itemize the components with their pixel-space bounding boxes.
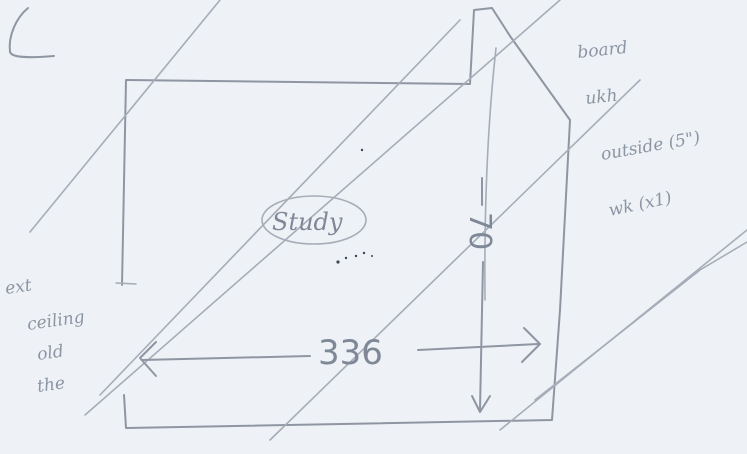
pencil-specks	[336, 148, 373, 264]
height-arrow-bottom	[471, 395, 491, 413]
diagonal-stroke-2	[99, 19, 461, 396]
width-dim-line-left	[141, 355, 311, 361]
note-right-4: wk (x1)	[607, 188, 674, 221]
height-dim-line-bottom	[479, 261, 484, 411]
left-notes: ext ceiling old the	[4, 275, 86, 397]
room-label: Study	[272, 208, 343, 236]
corner-scribble	[8, 7, 55, 59]
height-dimension: 70	[462, 212, 497, 250]
note-right-2: ukh	[584, 86, 618, 109]
room-label-circle	[261, 195, 367, 245]
diagonal-stroke-6	[534, 241, 747, 401]
note-right-3: outside (5")	[599, 128, 701, 165]
width-arrow-left	[139, 341, 157, 377]
note-left-4: the	[36, 373, 66, 397]
wall-tick	[115, 282, 137, 285]
room-outline	[121, 7, 571, 429]
diagonal-stroke-3	[269, 79, 641, 441]
diagonal-stroke-4	[84, 0, 561, 416]
note-left-1: ext	[4, 275, 33, 299]
width-dim-line-right	[417, 343, 539, 351]
width-arrow-right	[521, 327, 541, 363]
inner-wall-line	[484, 47, 497, 301]
note-left-2: ceiling	[26, 307, 86, 335]
note-right-1: board	[576, 38, 628, 63]
diagonal-stroke-1	[29, 0, 221, 233]
note-left-3: old	[36, 341, 65, 365]
width-dimension: 336	[318, 333, 383, 373]
right-notes: board ukh outside (5") wk (x1)	[576, 38, 701, 221]
